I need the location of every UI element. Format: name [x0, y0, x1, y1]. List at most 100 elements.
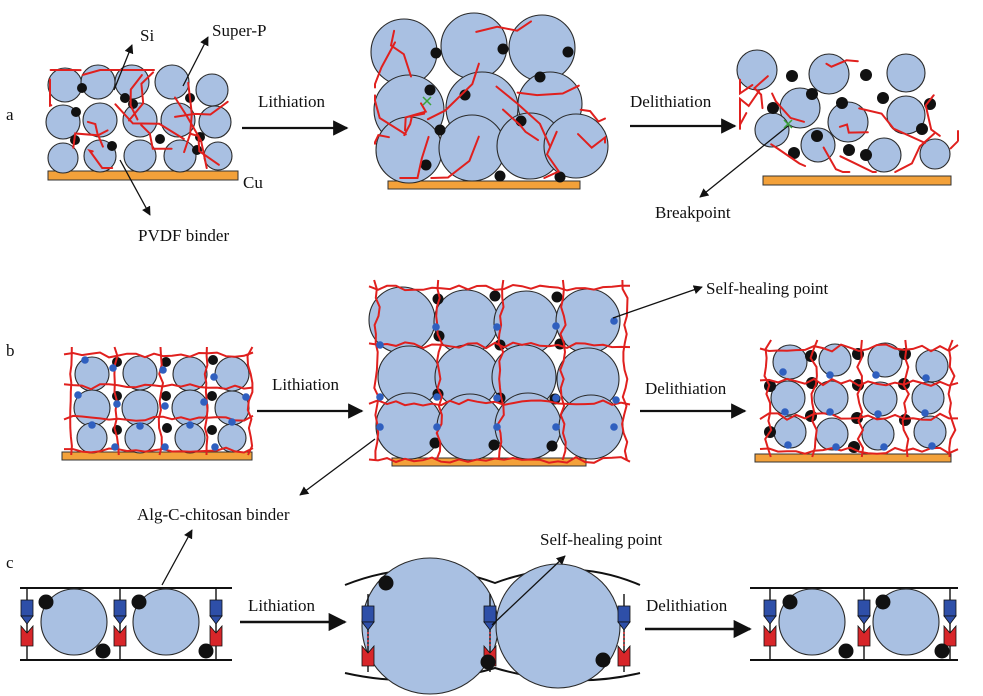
label-c-lithiation: Lithiation: [248, 596, 316, 615]
a3-pvdf-strand-5: [858, 107, 926, 144]
b3-si-particle-5: [770, 380, 806, 416]
b2-healing-point-15: [610, 423, 618, 431]
a3-pvdf-strand-8: [771, 92, 805, 123]
c1-linker-red-1: [20, 624, 34, 647]
panel-a-letter: a: [6, 105, 14, 124]
c3-super-p-1: [782, 594, 798, 610]
b1-super-p-9: [207, 425, 217, 435]
pointer-binder-b: [299, 438, 376, 496]
b3-si-particle-3: [867, 342, 903, 378]
c2-linker-blue-tip-1: [361, 621, 375, 631]
a2-super-p-11: [554, 171, 566, 183]
pointer-breakpoint: [699, 125, 789, 198]
a2-pvdf-strand-9: [579, 108, 606, 123]
b3-healing-point-9: [784, 441, 792, 449]
b2-binder-v-3: [496, 279, 505, 461]
b3-binder-v-5: [947, 339, 957, 458]
b2-binder-v-4: [559, 279, 567, 461]
a2-pvdf-strand-15: [502, 108, 539, 142]
pointer-binder-c: [161, 529, 193, 586]
c1-si-particle-2: [132, 588, 200, 656]
a1-pvdf-strand-6: [190, 133, 220, 166]
c3-linker-blue-2: [857, 599, 871, 617]
process-arrows: [240, 118, 752, 639]
a3-super-p-11: [916, 123, 928, 135]
a1-si-particle-14: [163, 139, 197, 173]
b3-healing-point-4: [922, 374, 930, 382]
a2-pvdf-strand-6: [577, 133, 606, 150]
b1-healing-point-14: [111, 443, 119, 451]
b1-super-p-6: [207, 391, 217, 401]
b1-healing-point-2: [109, 364, 117, 372]
b2-binder-h-3: [368, 398, 631, 407]
b2-healing-point-6: [376, 393, 384, 401]
b2-binder-v-5: [621, 279, 629, 461]
b2-healing-point-11: [376, 423, 384, 431]
c3-linker-blue-3: [943, 599, 957, 617]
a1-si-particle-4: [154, 64, 190, 100]
a2-super-p-9: [420, 159, 432, 171]
b2-healing-point-10: [612, 396, 620, 404]
a2-super-p-6: [534, 71, 546, 83]
c2-linker-blue-tip-3: [617, 621, 631, 631]
a2-super-p-3: [562, 46, 574, 58]
a2-pvdf-strand-4: [516, 84, 580, 97]
label-a-delithiation: Delithiation: [630, 92, 712, 111]
b3-binder-h-2: [759, 377, 959, 387]
c3-linker-blue-tip-1: [763, 615, 777, 625]
a3-pvdf-strand-14: [822, 146, 851, 173]
c3-super-p-3: [838, 643, 854, 659]
a3-pvdf-strand-2: [825, 59, 859, 68]
b3-healing-point-5: [781, 408, 789, 416]
a3-si-particle-9: [866, 137, 902, 173]
b1-super-p-8: [162, 423, 172, 433]
b1-super-p-2: [161, 357, 171, 367]
b1-healing-point-15: [161, 443, 169, 451]
a3-pvdf-strand-4: [739, 89, 761, 127]
a3-super-p-4: [767, 102, 779, 114]
c3-linker-blue-tip-2: [857, 615, 871, 625]
c1-super-p-1: [38, 594, 54, 610]
a2-si-particle-10: [543, 113, 609, 179]
a3-super-p-8: [811, 130, 823, 142]
b3-collector: [754, 453, 952, 463]
a2-si-particle-2: [440, 12, 508, 80]
b3-healing-point-8: [921, 409, 929, 417]
label-superp: Super-P: [212, 21, 266, 40]
c1-linker-blue-tip-3: [209, 615, 223, 625]
c3-linker-blue-1: [763, 599, 777, 617]
c2-super-p-2: [480, 654, 496, 670]
label-b-binder: Alg-C-chitosan binder: [137, 505, 290, 524]
b3-si-particle-10: [815, 417, 849, 451]
c3-linker-red-1: [763, 624, 777, 647]
a3-super-p-7: [836, 97, 848, 109]
breakpoint-markers: [422, 96, 793, 129]
pointer-superp: [182, 36, 209, 87]
b1-healing-point-13: [228, 418, 236, 426]
a1-si-particle-7: [82, 102, 118, 138]
b1-collector: [61, 451, 253, 461]
b1-healing-point-6: [113, 400, 121, 408]
b1-binder-h-1: [63, 351, 254, 359]
label-c-delithiation: Delithiation: [646, 596, 728, 615]
a2-super-p-10: [494, 170, 506, 182]
b1-healing-point-7: [161, 402, 169, 410]
a2-pvdf-strand-14: [543, 130, 561, 179]
label-c-selfheal: Self-healing point: [540, 530, 663, 549]
a1-super-p-4: [71, 107, 81, 117]
a3-pvdf-strand-13: [949, 130, 959, 150]
b1-healing-point-8: [200, 398, 208, 406]
c1-linker-blue-1: [20, 599, 34, 617]
a1-super-p-1: [77, 83, 87, 93]
label-b-lithiation: Lithiation: [272, 375, 340, 394]
a1-pvdf-strand-5: [114, 103, 185, 140]
b2-super-p-1: [432, 293, 444, 305]
a2-pvdf-strand-10: [374, 133, 390, 145]
a3-pvdf-strand-7: [739, 78, 754, 96]
b3-si-particle-4: [915, 349, 949, 383]
a1-pvdf-strand-2: [86, 120, 104, 148]
a1-pvdf-strand-7: [174, 100, 229, 118]
b2-healing-point-7: [433, 393, 441, 401]
